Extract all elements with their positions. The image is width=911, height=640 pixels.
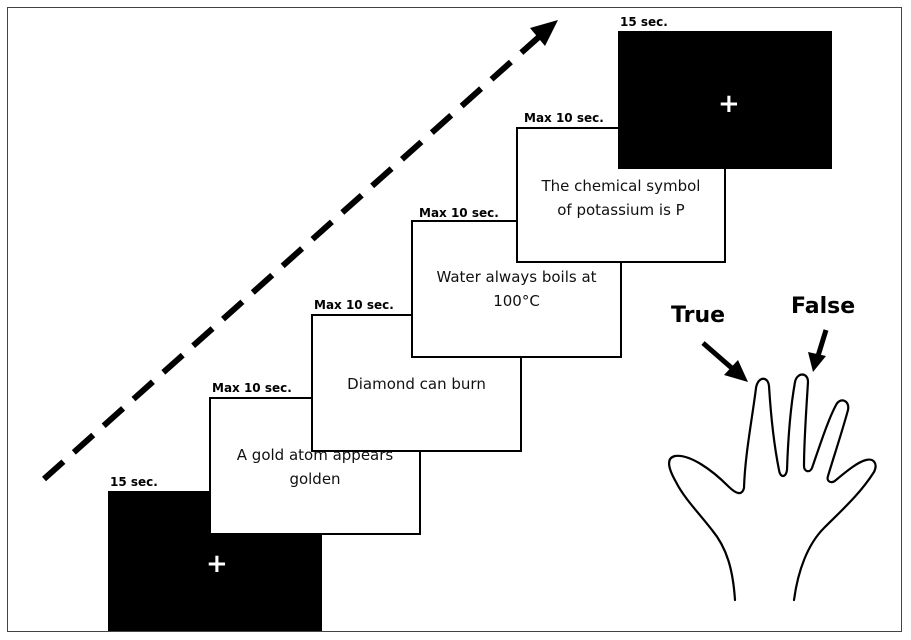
false-label: False [791,294,856,319]
trial-4-duration: Max 10 sec. [524,111,604,125]
fixation-end-duration: 15 sec. [620,15,668,29]
false-arrow-head-icon [808,352,826,372]
true-label: True [671,303,726,328]
trial-2-statement-line-1: Diamond can burn [347,375,486,393]
time-arrow [42,20,558,482]
trial-3-duration: Max 10 sec. [419,206,499,220]
arrow-head-icon [530,20,558,46]
trial-2-duration: Max 10 sec. [314,298,394,312]
trial-1-duration: Max 10 sec. [212,381,292,395]
trial-3-statement-line-1: Water always boils at [436,268,597,286]
fixation-end-slide: + [618,31,832,169]
trial-4-statement-line-2: of potassium is P [557,201,685,219]
response-arrows [701,329,829,382]
fixation-cross-icon: + [718,89,740,119]
trial-4-statement-line-1: The chemical symbol [541,177,701,195]
true-arrow-head-icon [724,360,748,382]
hand-icon [668,373,877,602]
fixation-cross-icon: + [206,549,228,579]
trial-1-statement-line-2: golden [289,470,341,488]
trial-3-statement-line-2: 100°C [493,292,540,310]
fixation-start-duration: 15 sec. [110,475,158,489]
figure-frame [7,7,902,632]
